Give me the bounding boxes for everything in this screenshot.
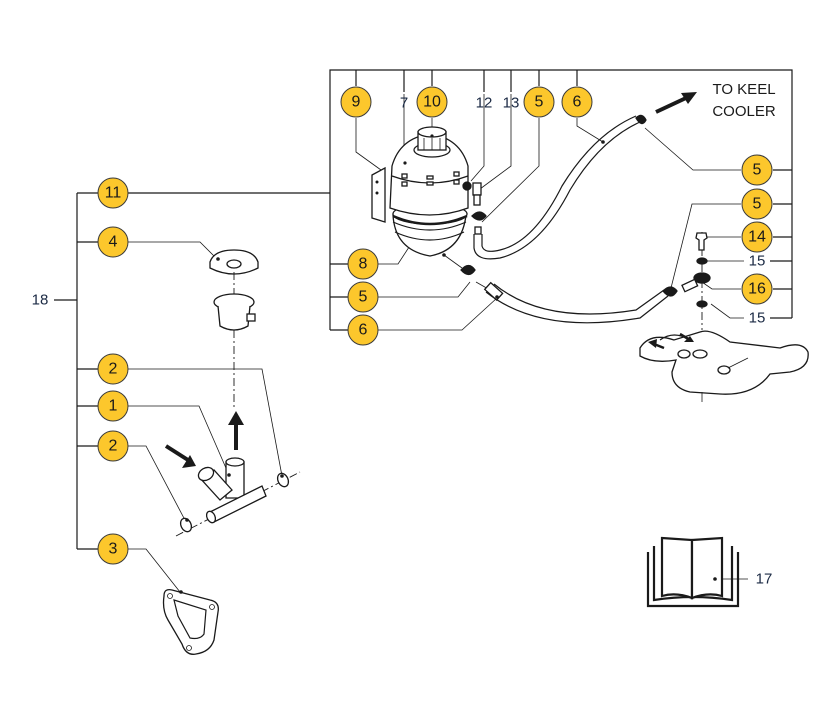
- callout-5-right-b: 5: [741, 188, 773, 220]
- callout-8: 8: [347, 248, 379, 280]
- tee-fitting: [164, 411, 301, 537]
- svg-text:5: 5: [359, 289, 368, 306]
- svg-text:5: 5: [535, 94, 544, 111]
- leader-frame-left-group: [54, 192, 98, 550]
- callout-9: 9: [340, 86, 372, 118]
- callout-6-top: 6: [561, 86, 593, 118]
- label-15-a: 15: [749, 253, 766, 270]
- svg-text:4: 4: [109, 234, 118, 251]
- svg-text:5: 5: [753, 196, 762, 213]
- svg-text:5: 5: [753, 162, 762, 179]
- callout-3: 3: [97, 533, 129, 565]
- svg-text:3: 3: [109, 541, 118, 558]
- callout-2-b: 2: [97, 430, 129, 462]
- callout-1: 1: [97, 390, 129, 422]
- callout-4: 4: [97, 226, 129, 258]
- callout-5-right-a: 5: [741, 154, 773, 186]
- thermostat-housing: [639, 330, 809, 402]
- callout-2-a: 2: [97, 353, 129, 385]
- expansion-tank: [371, 126, 487, 257]
- svg-text:14: 14: [748, 229, 766, 246]
- callout-16: 16: [741, 273, 773, 305]
- gasket: [162, 588, 219, 655]
- svg-text:10: 10: [423, 94, 441, 111]
- label-15-b: 15: [749, 310, 766, 327]
- annotation-to-keel: TO KEEL: [712, 81, 775, 98]
- callout-5-top: 5: [523, 86, 555, 118]
- keel-cooler-arrow: [655, 92, 697, 114]
- svg-text:6: 6: [359, 322, 368, 339]
- svg-text:2: 2: [109, 438, 118, 455]
- hoses: [443, 114, 678, 324]
- svg-text:2: 2: [109, 361, 118, 378]
- callout-6-mid: 6: [347, 314, 379, 346]
- svg-text:16: 16: [748, 281, 766, 298]
- annotation-cooler: COOLER: [712, 103, 776, 120]
- label-17: 17: [756, 571, 773, 588]
- callout-11: 11: [97, 177, 129, 209]
- svg-text:11: 11: [105, 185, 122, 202]
- svg-text:6: 6: [573, 94, 582, 111]
- label-13: 13: [503, 95, 520, 112]
- label-12: 12: [476, 95, 493, 112]
- banjo-fitting-group: [681, 232, 711, 330]
- svg-text:8: 8: [359, 256, 368, 273]
- label-18-kit: 18: [32, 292, 49, 309]
- manual-icon: [646, 536, 740, 608]
- callout-10: 10: [416, 86, 448, 118]
- callout-14: 14: [741, 221, 773, 253]
- svg-text:9: 9: [352, 94, 361, 111]
- svg-text:1: 1: [109, 398, 118, 415]
- label-7: 7: [400, 95, 408, 112]
- callout-5-mid: 5: [347, 281, 379, 313]
- pressure-cap: [209, 249, 259, 410]
